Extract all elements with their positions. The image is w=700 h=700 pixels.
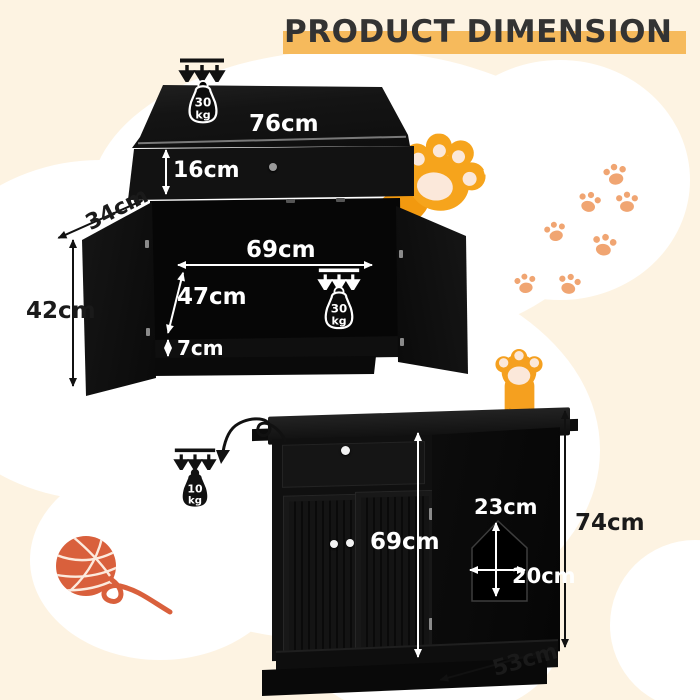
cat-door-cutout <box>471 519 528 602</box>
dim-label-cat-door-height: 23cm <box>474 495 538 519</box>
drawer-knob <box>341 446 350 455</box>
paw-print-icon <box>593 233 617 256</box>
weight-icon: 10 kg <box>182 468 208 507</box>
down-arrows-icon <box>178 58 226 82</box>
dim-arrow-20cm <box>469 566 526 574</box>
left-open-door <box>82 202 156 396</box>
hinge <box>146 328 150 336</box>
yarn-ball-icon <box>56 536 173 615</box>
hinge <box>336 198 345 202</box>
paw-print-icon <box>514 273 536 294</box>
door-right <box>355 489 435 656</box>
paw-print-icon <box>559 273 581 294</box>
cabinet-base <box>146 336 402 360</box>
dim-label-cat-door-width: 20cm <box>512 564 576 588</box>
weight-icon: 30 kg <box>324 286 354 330</box>
down-arrows-icon <box>317 268 361 290</box>
dim-arrow-16cm <box>165 150 167 194</box>
down-arrows-icon <box>173 448 217 470</box>
door-left <box>283 493 361 660</box>
hinge <box>429 508 433 520</box>
door-knob <box>346 539 354 547</box>
cabinet-interior <box>150 198 402 346</box>
dim-arrow-74cm <box>564 411 566 647</box>
dim-label-inner-width: 69cm <box>246 237 316 263</box>
curved-arrow-icon <box>216 417 288 464</box>
page-title: PRODUCT DIMENSION <box>284 14 673 50</box>
title-highlight-bar <box>283 31 686 54</box>
dim-label-total-height: 74cm <box>575 510 645 536</box>
drawer-knob <box>269 163 277 171</box>
hinge <box>399 250 403 258</box>
door-knob <box>330 540 338 548</box>
hinge <box>400 338 404 346</box>
drawer-front <box>282 441 425 488</box>
hinge <box>145 240 149 248</box>
dim-label-door-height: 42cm <box>26 298 96 324</box>
hinge <box>286 199 295 203</box>
paw-print-icon <box>603 163 626 185</box>
right-open-door <box>396 206 468 374</box>
dim-arrow-7cm <box>167 340 169 356</box>
load-value: 10 <box>187 482 203 495</box>
load-unit: kg <box>188 495 202 506</box>
dim-arrow-69cm-inner <box>177 261 373 269</box>
cloud-shape <box>610 540 700 700</box>
paw-print-icon <box>544 221 565 242</box>
load-value: 30 <box>331 302 347 316</box>
dim-label-base-height: 7cm <box>177 336 224 360</box>
load-value: 30 <box>195 96 212 110</box>
dim-label-inner-height: 47cm <box>177 284 247 310</box>
hinge <box>429 618 433 630</box>
dim-label-top-width: 76cm <box>249 111 319 137</box>
dim-label-door-panel-height: 69cm <box>370 529 440 555</box>
cabinet-base-lower <box>150 356 376 376</box>
paw-print-icon <box>616 191 638 212</box>
dim-label-drawer-height: 16cm <box>173 158 240 183</box>
top-drawer-front <box>128 146 414 200</box>
load-unit: kg <box>331 314 346 327</box>
paw-print-icon <box>579 191 601 212</box>
load-unit: kg <box>195 109 210 122</box>
weight-icon: 30 kg <box>188 80 218 124</box>
dim-arrow-23cm <box>495 523 497 596</box>
